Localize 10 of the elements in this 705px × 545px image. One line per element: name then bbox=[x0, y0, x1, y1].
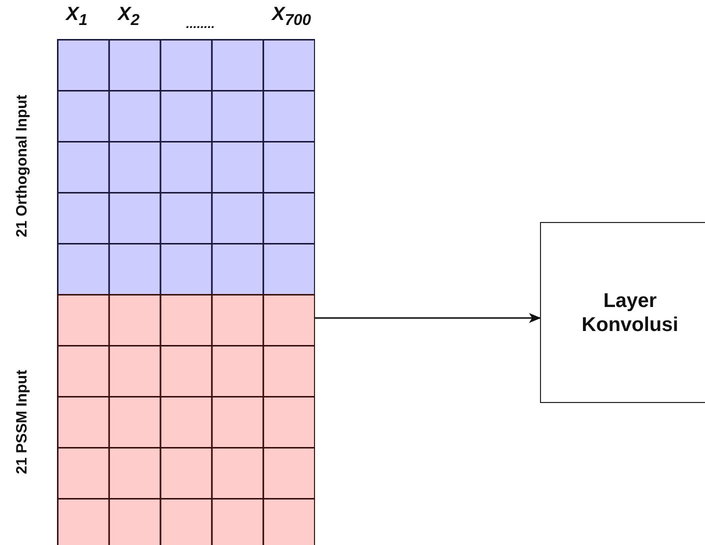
column-label: X$_{1}$ bbox=[66, 4, 88, 30]
arrow bbox=[315, 313, 541, 323]
axis-label: 21 PSSM Input bbox=[14, 370, 30, 474]
column-label: X$_{700}$ bbox=[272, 4, 312, 30]
axis-label: 21 Orthogonal Input bbox=[14, 94, 30, 238]
column-label: X$_{2}$ bbox=[118, 4, 140, 30]
process-box bbox=[540, 222, 705, 403]
box-label: Layer Konvolusi bbox=[580, 288, 680, 336]
ellipsis-text: ........ bbox=[186, 16, 215, 31]
matrix-grid bbox=[57, 39, 315, 545]
